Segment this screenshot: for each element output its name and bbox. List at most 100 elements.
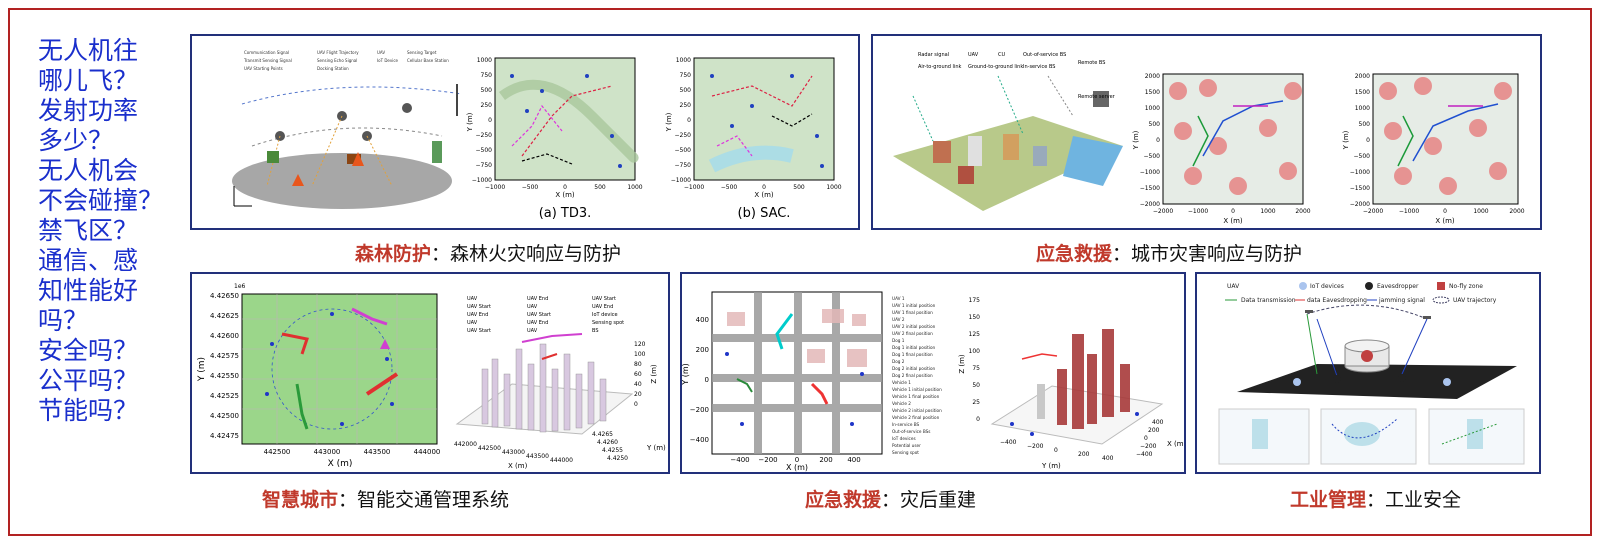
rebuild-2d: 400 200 0 −200 −400 −400 −200 0 200 400 … xyxy=(682,291,883,472)
rebuild3d-ytick-1: −200 xyxy=(1027,443,1044,450)
city1-xtick-2: 0 xyxy=(1231,208,1235,215)
question-line: 多少？ xyxy=(38,126,114,155)
rebuild3d-ztick-3: 100 xyxy=(969,348,981,355)
rebuild3d-ytick-4: 400 xyxy=(1102,455,1114,462)
rebuild-ylabel: Y (m) xyxy=(682,363,690,385)
city1-xtick-4: 2000 xyxy=(1295,208,1310,215)
forest-legend-0: Communication Signal xyxy=(244,50,289,55)
forest-caption-text: 森林火灾响应与防护 xyxy=(450,243,622,265)
forest-legend-9: Docking Station xyxy=(317,66,349,71)
industry-caption-text: 工业安全 xyxy=(1385,489,1462,511)
rescue-city-caption-text: 城市灾害响应与防护 xyxy=(1131,243,1303,265)
smart-city-3d: UAV UAV Start UAV End UAV UAV Start UAV … xyxy=(454,296,666,470)
rebuild3d-xtick-0: 400 xyxy=(1152,419,1164,426)
smart-city-map: 1e6 4.42650 4.42625 4.42600 4.42575 4.42… xyxy=(197,283,440,469)
rebuild-legend-14: Vehicle 1 final position xyxy=(892,394,940,399)
rebuild3d-ytick-0: −400 xyxy=(1000,439,1017,446)
smart3d-legend-6: UAV xyxy=(527,304,538,310)
industry-legend-2: Eavesdropper xyxy=(1377,283,1419,290)
forest-b-ytick-3: 250 xyxy=(680,102,692,109)
forest-figure: Communication Signal UAV Flight Trajecto… xyxy=(232,50,842,221)
rebuild-ytick-4: −400 xyxy=(690,436,709,444)
smart-ytick-4: 4.42550 xyxy=(210,372,239,380)
city-legend-2: CU xyxy=(998,52,1005,58)
rebuild-caption-highlight: 应急救援 xyxy=(805,489,882,511)
smart3d-ztick-0: 120 xyxy=(634,341,646,348)
forest-b-ytick-6: −500 xyxy=(675,147,692,154)
rebuild-ytick-3: −200 xyxy=(690,406,709,414)
smart3d-ztick-2: 80 xyxy=(634,361,642,368)
panel-rebuild: 400 200 0 −200 −400 −400 −200 0 200 400 … xyxy=(680,272,1186,474)
rebuild3d-ztick-0: 175 xyxy=(969,297,981,304)
city1-ytick-2: 1000 xyxy=(1145,105,1160,112)
question-line: 节能吗？ xyxy=(38,396,139,425)
smart3d-xtick-3: 443500 xyxy=(526,453,549,460)
smart-xtick-0: 442500 xyxy=(264,448,291,456)
smart3d-legend-8: UAV End xyxy=(527,320,548,326)
forest-a-xtick-4: 1000 xyxy=(627,184,642,191)
city-scene: Radar signal UAV CU Out-of-service BS Ai… xyxy=(893,52,1123,211)
forest-b-xtick-1: −500 xyxy=(721,184,738,191)
forest-a-xtick-1: −500 xyxy=(522,184,539,191)
rebuild-legend-8: Dog 1 final position xyxy=(892,352,933,357)
rebuild3d-ztick-5: 50 xyxy=(972,382,980,389)
smart3d-xtick-2: 443000 xyxy=(502,449,525,456)
smart3d-ytick-0: 4.4265 xyxy=(592,431,613,438)
smart3d-legend-2: UAV End xyxy=(467,312,488,318)
industry-legend-1: IoT devices xyxy=(1310,283,1344,290)
city1-ytick-1: 1500 xyxy=(1145,89,1160,96)
city2-ylabel: Y (m) xyxy=(1342,130,1350,150)
city-plot-1: 2000 1500 1000 500 0 −500 −1000 −1500 −2… xyxy=(1132,73,1311,225)
question-line: 知性能好 xyxy=(38,276,139,305)
city1-ylabel: Y (m) xyxy=(1132,130,1140,150)
smart3d-xtick-1: 442500 xyxy=(478,445,501,452)
question-line: 无人机往 xyxy=(38,36,139,65)
city2-xtick-3: 1000 xyxy=(1473,208,1488,215)
forest-plot-b: 1000 750 500 250 0 −250 −500 −750 −1000 … xyxy=(665,57,842,199)
rebuild-legend-20: IoT devices xyxy=(892,436,916,441)
rebuild-xtick-0: −400 xyxy=(730,456,749,464)
city2-ytick-2: 1000 xyxy=(1355,105,1370,112)
forest-a-ylabel: Y (m) xyxy=(466,112,474,132)
rebuild3d-ztick-4: 75 xyxy=(972,365,980,372)
city2-xtick-2: 0 xyxy=(1443,208,1447,215)
city1-ytick-6: −1000 xyxy=(1140,169,1160,176)
rebuild3d-xtick-4: −400 xyxy=(1136,451,1153,458)
question-line: 公平吗？ xyxy=(38,366,139,395)
forest-sub-a: (a) TD3. xyxy=(539,206,592,221)
rebuild-legend-6: Dog 1 xyxy=(892,338,905,343)
rebuild-legend-3: UAV 2 xyxy=(892,317,905,322)
smart-ytick-0: 4.42650 xyxy=(210,292,239,300)
rebuild3d-zlabel: Z (m) xyxy=(958,354,966,374)
city2-xtick-1: −1000 xyxy=(1399,208,1419,215)
rebuild-legend-18: In-service BS xyxy=(892,422,920,427)
forest-plot-a: 1000 750 500 250 0 −250 −500 −750 −1000 … xyxy=(466,57,643,199)
smart3d-ztick-4: 40 xyxy=(634,381,642,388)
smart3d-legend-12: IoT device xyxy=(592,312,618,318)
smart-xtick-3: 444000 xyxy=(414,448,441,456)
smart-city-caption: 智慧城市：智能交通管理系统 xyxy=(262,485,509,512)
city2-ytick-5: −500 xyxy=(1354,153,1371,160)
city1-xlabel: X (m) xyxy=(1223,217,1243,225)
forest-b-xtick-2: 0 xyxy=(762,184,766,191)
smart3d-ylabel: Y (m) xyxy=(646,444,666,452)
smart3d-ytick-1: 4.4260 xyxy=(597,439,618,446)
forest-a-ytick-2: 500 xyxy=(481,87,493,94)
smart-ytick-2: 4.42600 xyxy=(210,332,239,340)
smart3d-ytick-2: 4.4255 xyxy=(602,447,623,454)
forest-a-xtick-3: 500 xyxy=(594,184,606,191)
smart3d-ztick-5: 20 xyxy=(634,391,642,398)
city-legend-5: Ground-to-ground link xyxy=(968,64,1023,70)
city1-ytick-4: 0 xyxy=(1156,137,1160,144)
industry-legend-0: UAV xyxy=(1227,283,1240,290)
forest-a-xtick-0: −1000 xyxy=(485,184,505,191)
industry-legend-6: jamming signal xyxy=(1378,297,1425,304)
forest-a-ytick-5: −250 xyxy=(476,132,493,139)
question-line: 安全吗？ xyxy=(38,336,139,365)
rebuild-legend-13: Vehicle 1 initial position xyxy=(892,387,942,392)
smart-ytick-7: 4.42475 xyxy=(210,432,239,440)
forest-b-ytick-1: 750 xyxy=(680,72,692,79)
rescue-city-caption: 应急救援：城市灾害响应与防护 xyxy=(1036,239,1302,266)
forest-a-ytick-0: 1000 xyxy=(477,57,492,64)
forest-legend-8: UAV Starting Points xyxy=(244,66,283,71)
